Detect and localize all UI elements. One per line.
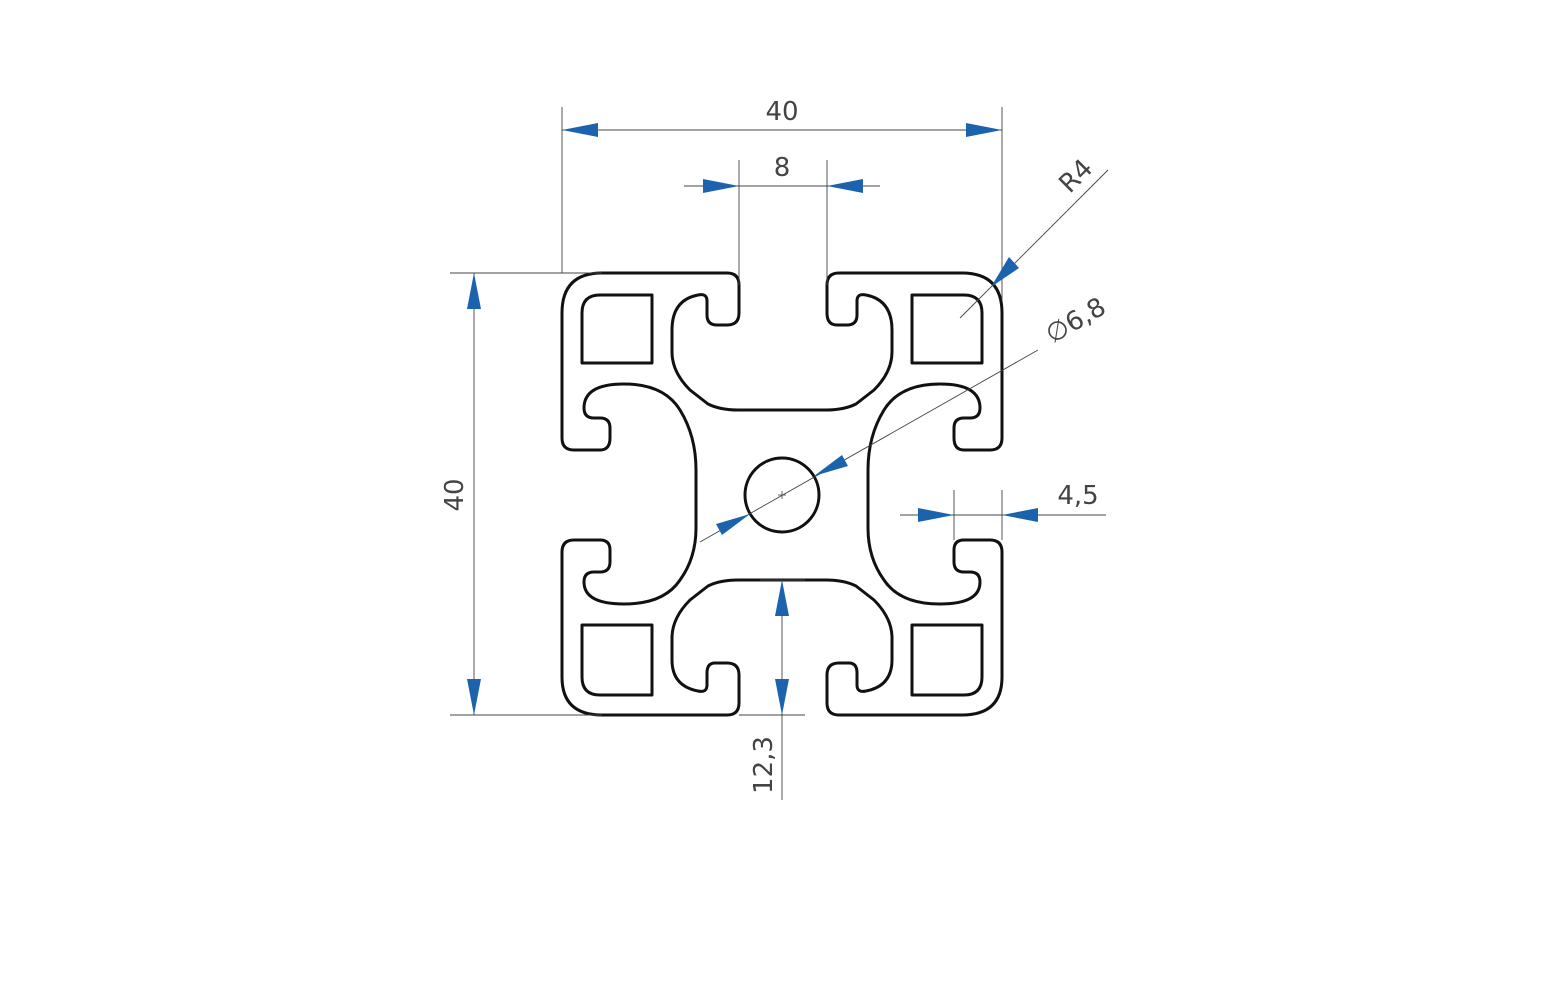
arrow-head <box>562 123 598 137</box>
dimension-slot-width: 8 <box>684 153 880 285</box>
arrow-head <box>1002 508 1038 522</box>
arrow-head <box>467 273 481 309</box>
dimension-overall-width: 40 <box>561 97 1003 300</box>
outer-contour <box>560 271 1004 717</box>
arrow-head <box>966 123 1002 137</box>
dimension-text-overall-width: 40 <box>765 97 798 127</box>
cavity-bottom-left <box>580 623 654 697</box>
dimension-text-overall-height: 40 <box>440 478 470 511</box>
arrow-head <box>991 257 1019 287</box>
dimension-corner-radius: R4 <box>959 154 1109 319</box>
arrow-head <box>703 179 739 193</box>
center-bore <box>743 456 821 534</box>
arrow-head <box>827 179 863 193</box>
arrow-head <box>467 679 481 715</box>
dimension-text-center-bore: ∅6,8 <box>1041 292 1111 350</box>
cavity-top-right <box>910 293 984 365</box>
arrow-head <box>918 508 954 522</box>
dimension-text-slot-width: 8 <box>774 153 791 183</box>
arrow-head <box>814 455 848 476</box>
dimension-slot-depth: 12,3 <box>739 579 805 800</box>
dimension-text-slot-depth: 12,3 <box>749 736 779 794</box>
dimension-text-corner-radius: R4 <box>1054 154 1100 200</box>
dimension-wall-thickness: 4,5 <box>900 481 1106 540</box>
arrow-head <box>775 679 789 715</box>
arrow-head <box>716 514 750 535</box>
dimension-center-bore: ∅6,8 <box>699 292 1111 543</box>
dimension-overall-height: 40 <box>440 272 602 716</box>
profile-outline <box>560 271 1004 717</box>
cavity-bottom-right <box>910 623 984 697</box>
cavity-top-left <box>580 293 654 365</box>
arrow-head <box>775 580 789 616</box>
dimension-text-wall-thickness: 4,5 <box>1057 481 1098 511</box>
